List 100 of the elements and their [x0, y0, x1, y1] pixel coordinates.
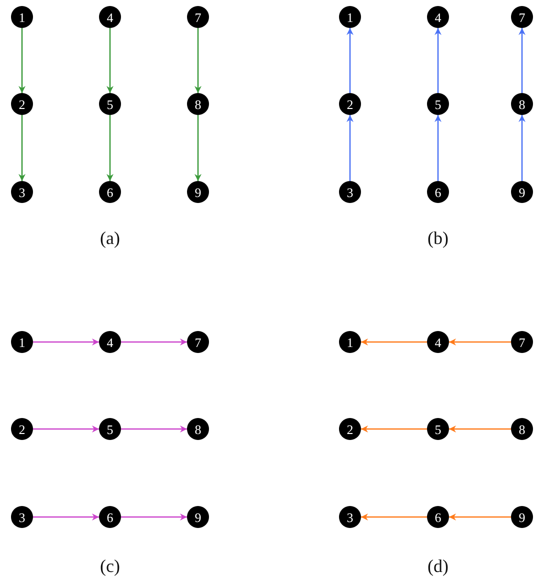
node-circle [187, 93, 209, 115]
arrow [346, 115, 354, 181]
node-circle [99, 506, 121, 528]
node-number: 8 [518, 422, 526, 436]
node-number: 3 [18, 186, 26, 198]
node-number: 1 [346, 10, 354, 24]
node-number: 7 [518, 336, 526, 348]
node-circle [427, 6, 449, 28]
node-circle [339, 181, 361, 203]
arrow [518, 115, 526, 181]
arrow [361, 426, 427, 432]
node-circle [11, 181, 33, 203]
node-circle [187, 331, 209, 353]
node-circle [511, 6, 533, 28]
node-number: 3 [346, 186, 354, 198]
arrow [18, 28, 26, 93]
node-number: 1 [18, 336, 26, 348]
arrow [121, 426, 187, 432]
node-number: 2 [18, 422, 26, 436]
node-number: 5 [106, 422, 114, 436]
node-number: 1 [18, 10, 26, 24]
node-number: 4 [434, 336, 442, 348]
arrow [346, 28, 354, 93]
panel-label: (b) [428, 228, 448, 249]
node-circle [11, 418, 33, 440]
arrow [33, 514, 99, 520]
arrow [106, 28, 114, 93]
node-circle [511, 181, 533, 203]
panel-label: (d) [428, 556, 448, 577]
arrow [121, 514, 187, 520]
node-circle [427, 418, 449, 440]
node-number: 6 [106, 510, 114, 524]
panel-label: (a) [100, 228, 120, 249]
node-circle [427, 331, 449, 353]
node-circle [187, 6, 209, 28]
arrow [33, 426, 99, 432]
node-number: 4 [106, 336, 114, 348]
node-number: 4 [106, 10, 114, 24]
node-number: 9 [194, 510, 202, 524]
node-circle [511, 506, 533, 528]
arrow [434, 28, 442, 93]
node-circle [339, 506, 361, 528]
node-circle [511, 331, 533, 353]
node-number: 2 [18, 98, 26, 110]
node-circle [99, 181, 121, 203]
node-circle [339, 93, 361, 115]
arrow [449, 426, 511, 432]
arrow [18, 115, 26, 181]
node-circle [99, 6, 121, 28]
node-number: 7 [194, 336, 202, 348]
node-circle [11, 331, 33, 353]
node-circle [427, 506, 449, 528]
node-circle [339, 6, 361, 28]
node-circle [99, 93, 121, 115]
node-circle [11, 506, 33, 528]
node-number: 9 [518, 186, 526, 198]
node-number: 6 [434, 510, 442, 524]
node-number: 2 [346, 98, 354, 110]
node-circle [187, 506, 209, 528]
node-circle [339, 331, 361, 353]
node-number: 4 [434, 10, 442, 24]
node-number: 5 [106, 98, 114, 110]
node-number: 6 [434, 186, 442, 198]
arrow [361, 514, 427, 520]
node-number: 8 [194, 422, 202, 436]
node-number: 5 [434, 422, 442, 436]
node-number: 5 [434, 98, 442, 110]
arrow [518, 28, 526, 93]
node-number: 1 [346, 336, 354, 348]
node-number: 8 [194, 98, 202, 110]
arrow [106, 115, 114, 181]
node-circle [427, 181, 449, 203]
node-number: 3 [18, 510, 26, 524]
node-number: 7 [518, 10, 526, 24]
arrow [434, 115, 442, 181]
node-circle [511, 93, 533, 115]
node-number: 3 [346, 510, 354, 524]
arrow [194, 115, 202, 181]
node-circle [11, 93, 33, 115]
node-circle [339, 418, 361, 440]
node-number: 8 [518, 98, 526, 110]
node-circle [187, 181, 209, 203]
node-circle [99, 418, 121, 440]
arrow [33, 338, 99, 346]
arrow [449, 338, 511, 346]
node-circle [11, 6, 33, 28]
arrow [361, 338, 427, 346]
arrow [194, 28, 202, 93]
node-circle [511, 418, 533, 440]
node-circle [427, 93, 449, 115]
arrow [121, 338, 187, 346]
node-circle [187, 418, 209, 440]
node-number: 9 [518, 510, 526, 524]
panel-label: (c) [100, 556, 120, 577]
node-number: 6 [106, 186, 114, 198]
arrow [449, 514, 511, 520]
node-number: 9 [194, 186, 202, 198]
node-circle [99, 331, 121, 353]
node-number: 7 [194, 10, 202, 24]
node-number: 2 [346, 422, 354, 436]
